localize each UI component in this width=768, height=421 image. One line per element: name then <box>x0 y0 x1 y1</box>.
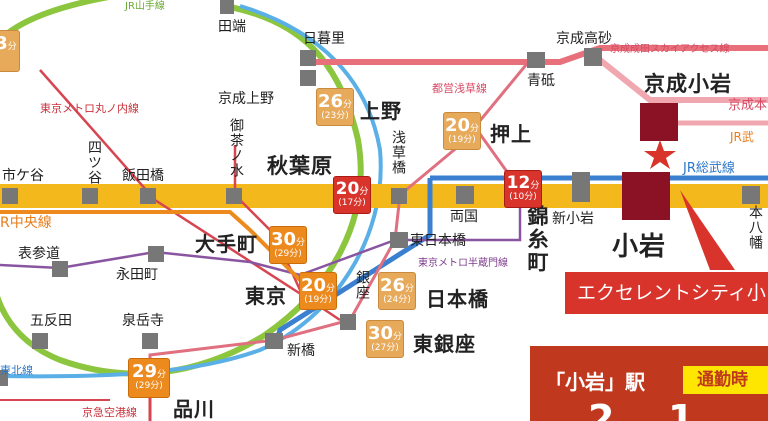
station-marker-nippori-2 <box>300 70 316 86</box>
line-label-asakusa: 都営浅草線 <box>432 82 487 95</box>
line-label-jr-chuo: R中央線 <box>0 215 52 231</box>
chuo-rapid-line <box>0 210 322 302</box>
station-marker-gotanda <box>32 333 48 349</box>
station-marker-ginza <box>340 314 356 330</box>
station-label-kinshicho: 錦糸町 <box>525 205 549 274</box>
line-label-marunouchi: 東京メトロ丸ノ内線 <box>40 102 139 115</box>
panel-digit-a: 2 <box>588 397 615 421</box>
station-label-oshiage: 押上 <box>490 122 532 146</box>
time-badge-kinshicho: 12分 (10分) <box>504 170 542 208</box>
station-label-keisei-koiwa: 京成小岩 <box>644 72 732 96</box>
time-badge-higashi-ginza: 30分 (27分) <box>366 320 404 358</box>
station-marker-omotesando <box>52 261 68 277</box>
hanzomon-line <box>0 238 396 277</box>
station-label-higashi-nihombashi: 東日本橋 <box>410 233 466 249</box>
station-label-yotsuya: 四ツ谷 <box>86 140 102 185</box>
station-label-asakusabashi: 浅草橋 <box>390 130 406 175</box>
station-label-akihabara: 秋葉原 <box>267 154 333 178</box>
station-marker-iidabashi <box>140 188 156 204</box>
station-marker-aoto <box>527 52 545 68</box>
station-marker-higashi-nihombashi <box>390 232 408 248</box>
station-marker-shin-koiwa <box>572 172 590 202</box>
station-marker-keisei-takasago <box>584 48 602 66</box>
property-callout-banner: エクセレントシティ小 <box>565 272 768 314</box>
station-marker-nippori <box>300 50 316 66</box>
station-marker-keisei-koiwa <box>640 103 678 141</box>
station-marker-koiwa <box>622 172 670 220</box>
station-marker-left-edge <box>0 370 8 386</box>
commute-time-pill: 通勤時 <box>683 366 768 394</box>
line-label-keisei-skyaccess: 京成成田スカイアクセス線 <box>610 44 730 55</box>
station-label-omotesando: 表参道 <box>18 246 60 262</box>
station-marker-asakusabashi <box>391 188 407 204</box>
marunouchi-line <box>39 69 341 322</box>
station-label-shimbashi: 新橋 <box>287 343 315 359</box>
time-badge-oshiage: 20分 (19分) <box>443 112 481 150</box>
station-label-ochanomizu: 御茶ノ水 <box>228 118 244 178</box>
station-label-shinagawa: 品川 <box>173 397 215 421</box>
station-marker-yotsuya <box>82 188 98 204</box>
station-label-ryogoku: 両国 <box>450 209 478 225</box>
station-label-shin-koiwa: 新小岩 <box>552 211 594 227</box>
station-marker-sengakuji <box>142 333 158 349</box>
station-marker-motoyawata <box>742 186 760 204</box>
station-label-iidabashi: 飯田橋 <box>122 168 164 184</box>
time-badge-tokyo: 20分 (19分) <box>299 272 337 310</box>
station-label-gotanda: 五反田 <box>30 313 72 329</box>
station-label-motoyawata: 本八幡 <box>747 205 763 250</box>
time-badge-ueno: 26分 (23分) <box>316 88 354 126</box>
station-label-tokyo: 東京 <box>245 284 287 308</box>
station-marker-nagatacho <box>148 246 164 262</box>
station-label-ginza: 銀座 <box>354 270 370 300</box>
station-marker-tabata <box>220 0 234 14</box>
time-badge-otemachi: 30分 (29分) <box>269 226 307 264</box>
station-label-ueno: 上野 <box>360 99 402 123</box>
time-badge-nihombashi: 26分 (24分) <box>378 272 416 310</box>
time-badge-shinagawa: 29分 (29分) <box>128 358 170 398</box>
station-marker-ichigaya <box>2 188 18 204</box>
line-label-keihin-tohoku: 東北線 <box>0 364 33 377</box>
station-label-nagatacho: 永田町 <box>116 267 158 283</box>
station-name-label: 「小岩」駅 <box>545 370 645 394</box>
asakusa-line <box>148 59 532 420</box>
star-icon <box>644 140 676 169</box>
yamanote-line <box>0 3 364 377</box>
line-label-yamanote: JR山手線 <box>125 1 165 12</box>
time-badge-akihabara: 20分 (17分) <box>333 176 371 214</box>
keisei-line <box>300 45 768 65</box>
line-label-keisei-main: 京成本 <box>728 98 768 113</box>
station-label-ichigaya: 市ケ谷 <box>2 168 44 184</box>
station-label-keisei-ueno: 京成上野 <box>218 91 274 107</box>
line-label-jr-musashino: JR武 <box>730 130 754 144</box>
station-marker-shimbashi <box>265 333 283 349</box>
station-label-tabata: 田端 <box>218 19 246 35</box>
station-label-nihombashi: 日本橋 <box>426 287 489 311</box>
callout-pointer <box>680 190 735 270</box>
line-label-keikyu-airport: 京急空港線 <box>82 406 137 419</box>
station-label-nippori: 日暮里 <box>303 31 345 47</box>
station-marker-ochanomizu <box>226 188 242 204</box>
time-badge-left-edge: 3分 <box>0 30 20 72</box>
station-label-aoto: 青砥 <box>527 73 555 89</box>
station-label-koiwa: 小岩 <box>612 232 667 262</box>
keisei-main-line <box>598 57 768 103</box>
station-label-otemachi: 大手町 <box>195 232 258 256</box>
line-label-hanzomon: 東京メトロ半蔵門線 <box>418 258 508 269</box>
panel-digit-b: 1 <box>668 397 695 421</box>
station-label-higashi-ginza: 東銀座 <box>413 332 476 356</box>
station-marker-ryogoku <box>456 186 474 204</box>
station-label-keisei-takasago: 京成高砂 <box>556 31 612 47</box>
line-label-jr-sobu: JR総武線 <box>683 161 735 176</box>
station-label-sengakuji: 泉岳寺 <box>122 313 164 329</box>
